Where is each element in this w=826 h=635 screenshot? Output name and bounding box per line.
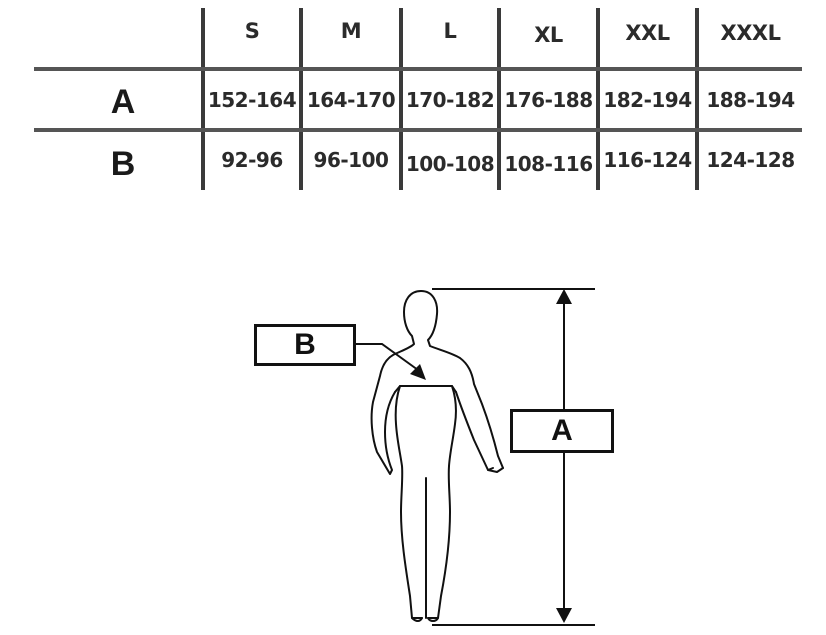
height-label-box: A: [510, 409, 614, 453]
table-cell: 170-182: [405, 88, 495, 112]
table-cell: 100-108: [405, 152, 495, 176]
table-cell: 152-164: [207, 88, 297, 112]
size-header-xl: XL: [534, 23, 563, 47]
table-cell: 96-100: [313, 148, 389, 172]
table-divider: [299, 8, 303, 190]
table-divider: [695, 8, 699, 190]
table-cell: 124-128: [706, 148, 795, 172]
body-outline: [370, 290, 504, 622]
size-header-l: L: [443, 19, 457, 43]
size-header-s: S: [244, 19, 260, 43]
table-divider: [399, 8, 403, 190]
table-divider: [34, 67, 802, 71]
table-divider: [34, 128, 802, 132]
size-header-xxxl: XXXL: [720, 21, 781, 45]
chest-pointer-line: [356, 343, 419, 371]
table-cell: 188-194: [706, 88, 795, 112]
size-table: S M L XL XXL XXXL A 152-164 164-170 170-…: [0, 0, 826, 200]
table-divider: [201, 8, 205, 190]
table-cell: 108-116: [504, 152, 593, 176]
arrow-down-icon: [556, 608, 572, 623]
table-divider: [596, 8, 600, 190]
height-measure-lines: [432, 288, 595, 626]
size-header-m: M: [340, 19, 362, 43]
table-cell: 176-188: [504, 88, 593, 112]
table-cell: 164-170: [306, 88, 396, 112]
table-cell: 182-194: [603, 88, 692, 112]
row-label-b: B: [110, 144, 136, 183]
table-cell: 116-124: [603, 148, 692, 172]
chest-label-box: B: [254, 324, 356, 366]
row-label-a: A: [110, 82, 136, 121]
size-header-xxl: XXL: [625, 21, 670, 45]
table-divider: [497, 8, 501, 190]
pointer-arrow-icon: [410, 364, 426, 380]
table-cell: 92-96: [221, 148, 283, 172]
arrow-up-icon: [556, 289, 572, 304]
